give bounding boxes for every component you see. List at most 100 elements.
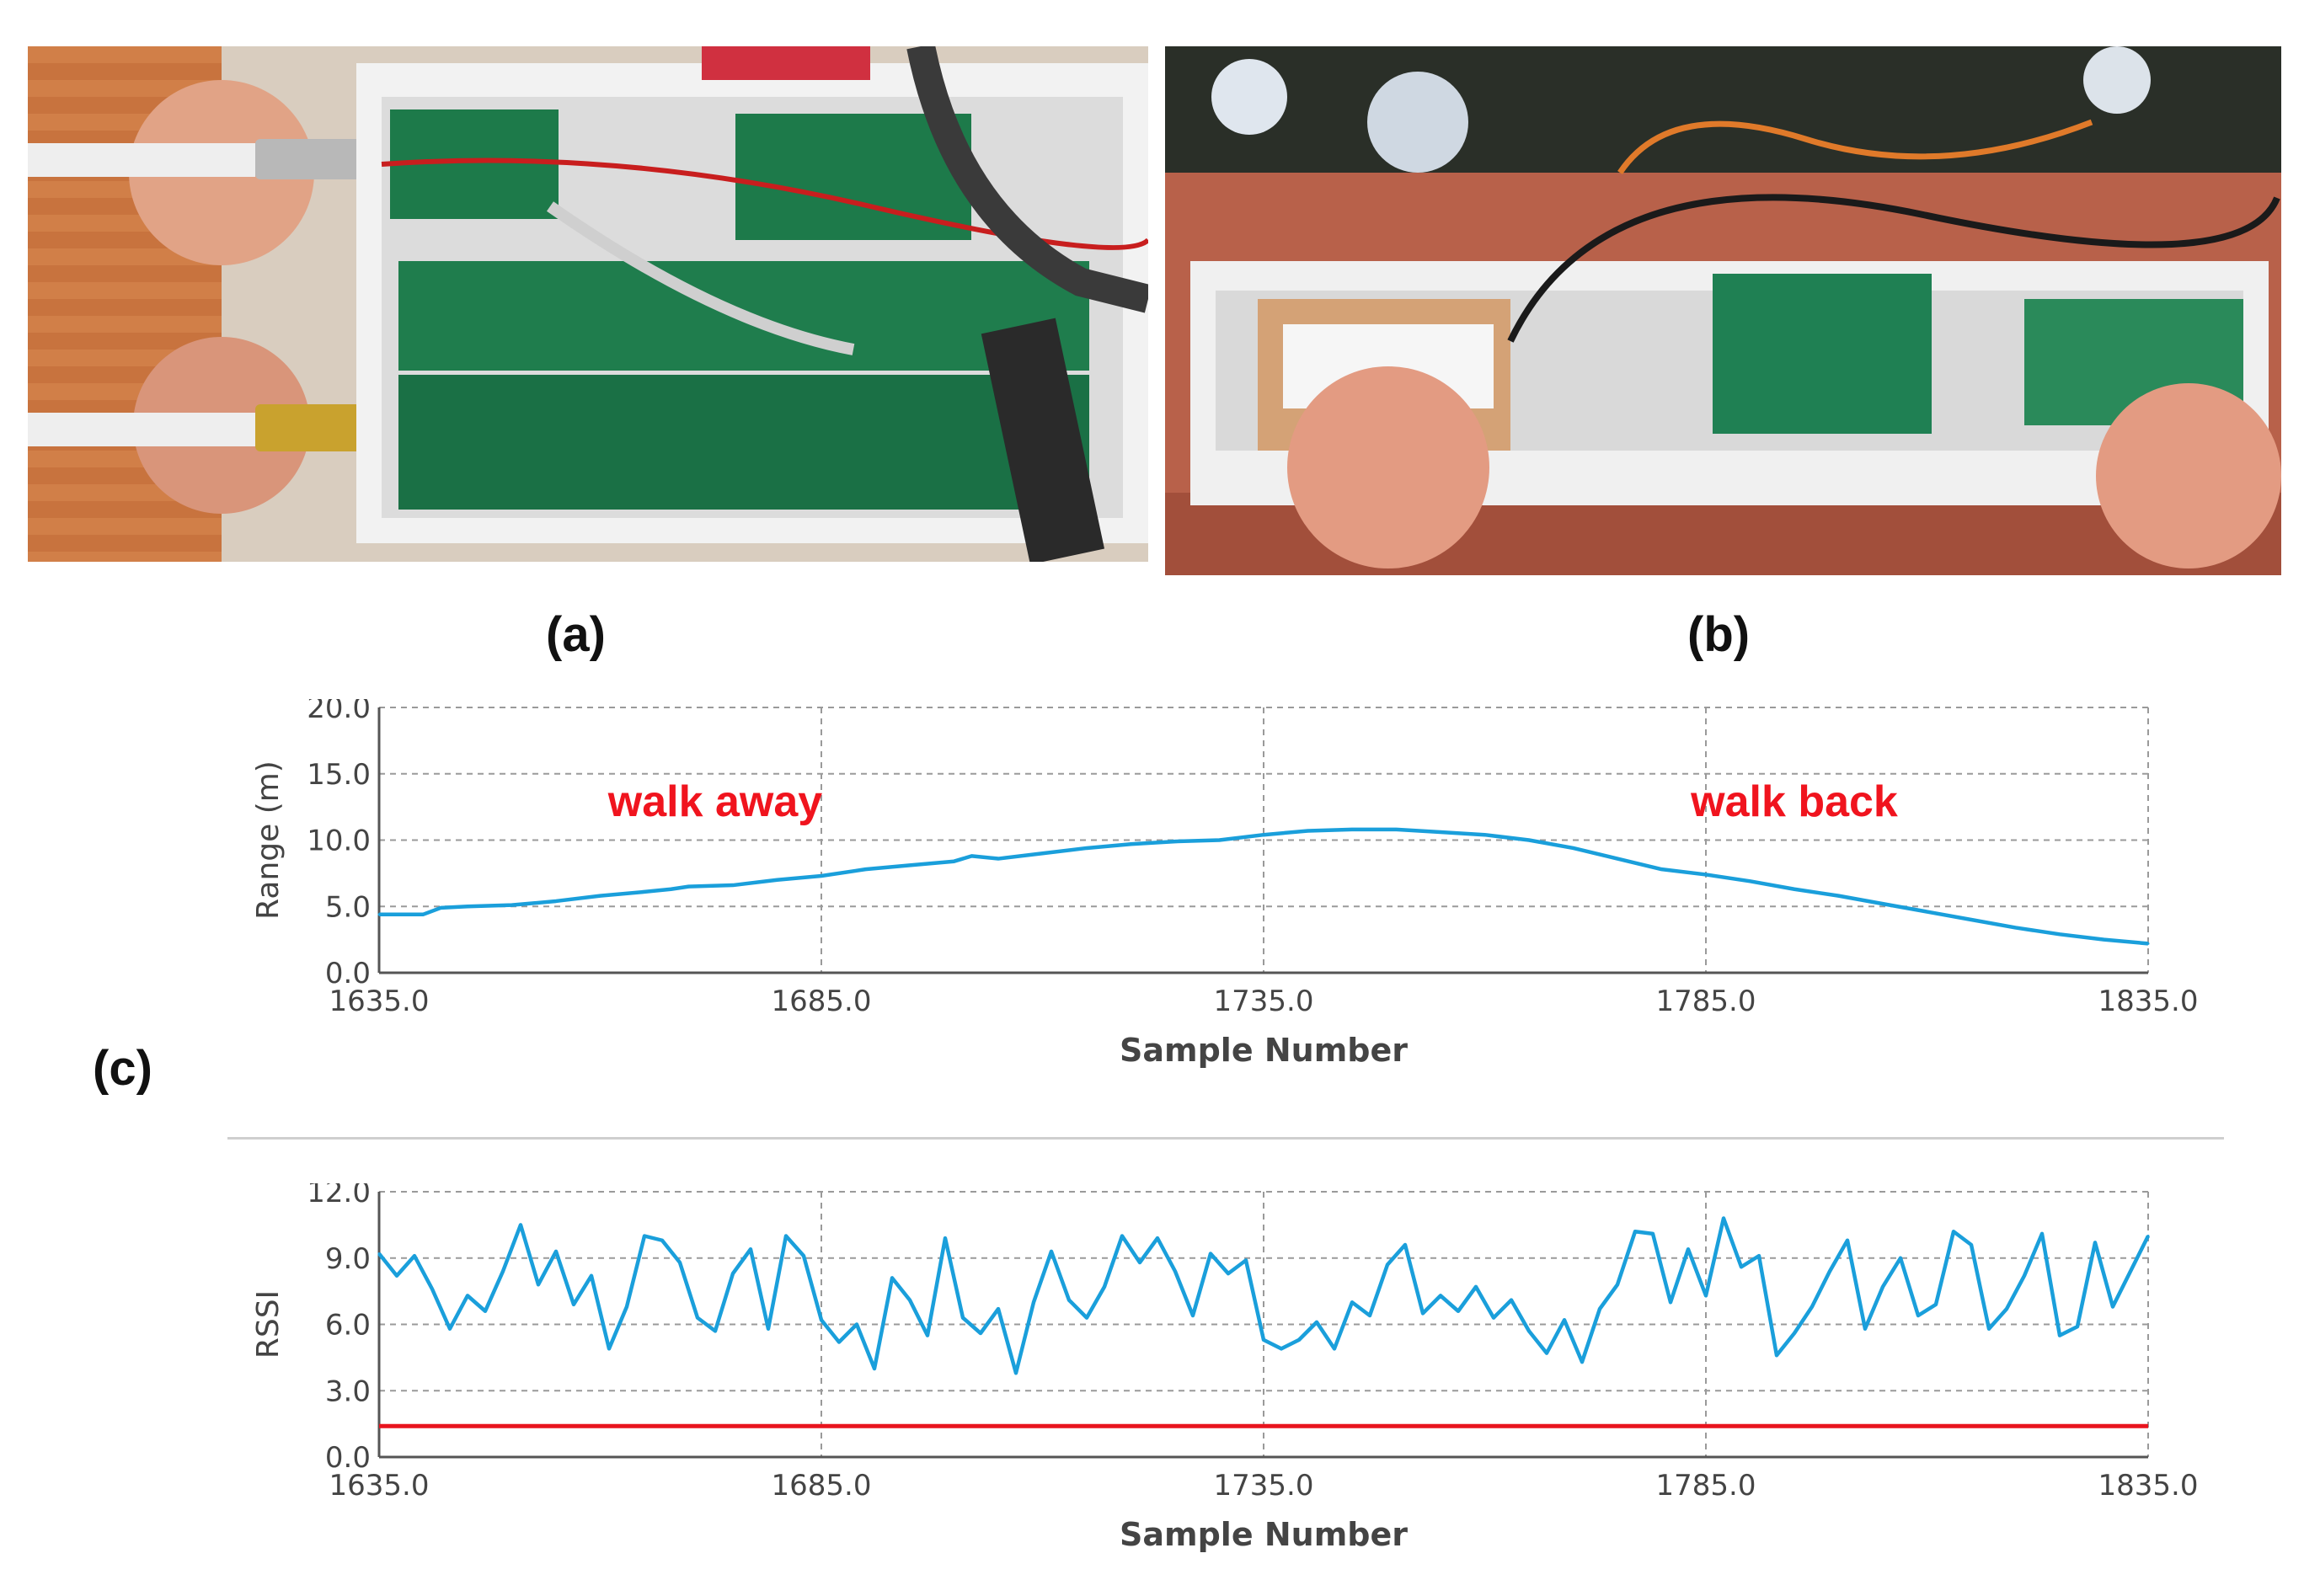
chart-0-data-point [731,883,735,887]
chart-1-data-point [1227,1272,1230,1275]
chart-0-y-axis-label: Range (m) [251,761,286,920]
chart-1-data-point [1120,1235,1124,1237]
chart-1-data-point [696,1316,699,1320]
chart-1-data-point [643,1235,646,1237]
chart-0-data-point [2103,938,2105,942]
chart-0-data-point [1572,846,1574,850]
chart-1-data-point [1085,1316,1088,1320]
chart-divider [227,1137,2224,1140]
chart-0-data-point [1749,879,1751,883]
chart-1-data-point [890,1276,894,1279]
chart-1-data-point [855,1323,858,1326]
chart-0-data-point [908,863,911,867]
chart-0-data-point [1660,867,1663,871]
chart-1-data-point [554,1250,558,1253]
chart-1-data-point [2111,1305,2114,1308]
chart-0-grid [378,707,2149,974]
chart-1-y-tick-label: 0.0 [325,1441,371,1475]
chart-0-data-points [377,828,2150,945]
chart-0-x-axis-label: Sample Number [1120,1032,1408,1069]
chart-0-y-tick-label: 20.0 [307,699,371,725]
chart-0-data-point [970,854,973,857]
chart-0-data-point [1041,851,1044,855]
chart-0-data-point [1218,839,1221,841]
chart-0-data-point [1483,833,1486,836]
chart-1-data-point [802,1254,805,1257]
chart-1-data-point [1138,1261,1141,1264]
chart-1-data-point [1032,1300,1035,1304]
chart-1-data-point [784,1235,788,1237]
chart-0-data-point [1439,830,1442,834]
chart-1-data-point [1580,1360,1584,1364]
chart-1-data-point [2129,1270,2132,1273]
chart-1-data-point [1209,1252,1212,1255]
chart-0-y-tick-label: 5.0 [325,890,371,924]
chart-1-data-point [1669,1300,1672,1304]
chart-1-data-point [2058,1334,2061,1337]
chart-1-data-point [660,1239,664,1242]
panel-label-c: (c) [93,1041,152,1096]
chart-0-data-point [511,904,513,907]
chart-0-data-point [422,913,425,916]
chart-1-y-tick-label: 6.0 [325,1309,371,1342]
chart-1-data-point [1757,1254,1761,1257]
chart-0-data-point [864,867,867,871]
chart-1-data-point [997,1307,1000,1310]
chart-1-data-point [1421,1311,1425,1315]
chart-1-data-point [1103,1285,1106,1289]
chart-0-x-tick-label: 1685.0 [772,985,872,1018]
chart-0-annotation: walk back [1690,777,1898,826]
chart-1-data-point [1740,1265,1743,1268]
chart-1-data-point [926,1334,929,1337]
chart-1-data-point [607,1347,611,1350]
chart-1-data-point [1492,1316,1495,1320]
chart-1-data-point [1881,1285,1884,1289]
chart-0-data-point [687,885,690,889]
chart-1-x-tick-label: 1685.0 [772,1469,872,1503]
chart-0-data-point [1350,828,1354,831]
chart-1-grid [378,1191,2149,1458]
chart-1-data-point [1244,1258,1248,1262]
chart-0-data-point [2014,926,2017,929]
chart-1-data-point [837,1341,841,1343]
chart-0-data-point [776,878,778,882]
chart-1-data-point [1651,1232,1654,1236]
chart-1-data-point [1050,1250,1053,1253]
chart-1-data-point [1704,1294,1708,1297]
chart-0-data-point [554,899,558,903]
chart-1-data-point [2005,1307,2008,1310]
chart-1-data-point [749,1247,752,1251]
chart-1-data-point [413,1254,416,1257]
chart-0-data-point [2058,932,2061,936]
chart-0-data-point [1793,888,1796,891]
chart-1-data-point [1191,1314,1195,1317]
chart-1-data-point [590,1274,593,1278]
chart-1-data-point [2093,1241,2097,1244]
chart-1-data-point [1368,1314,1371,1317]
panel-label-a: (a) [546,607,606,662]
chart-1-data-point [1793,1332,1796,1335]
chart-1-data-point [1280,1347,1283,1350]
chart-0-x-tick-label: 1735.0 [1214,985,1314,1018]
chart-0-data-point [599,894,601,898]
chart-1-data-point [1846,1239,1849,1242]
chart-0-x-tick-label: 1835.0 [2098,985,2199,1018]
chart-1-data-point [1315,1321,1318,1324]
chart-1-data-point [767,1327,770,1331]
chart-1-data-point [1952,1230,1955,1233]
chart-0-data-point [1085,846,1088,850]
chart-1-data-point [2076,1325,2079,1328]
chart-1-data-point [1439,1294,1442,1297]
chart-1-data-point [1297,1338,1301,1342]
chart-1-data-point [1934,1303,1938,1306]
chart-1-data-point [2023,1274,2026,1278]
chart-1-data-point [1067,1299,1071,1302]
chart-1-data-point [1156,1236,1159,1240]
chart-1-data-point [979,1332,982,1335]
chart-1-data-point [678,1261,682,1264]
photo-a-open-enclosure [28,46,1148,562]
chart-1-data-point [1722,1217,1725,1220]
chart-1-x-tick-label: 1635.0 [329,1469,430,1503]
